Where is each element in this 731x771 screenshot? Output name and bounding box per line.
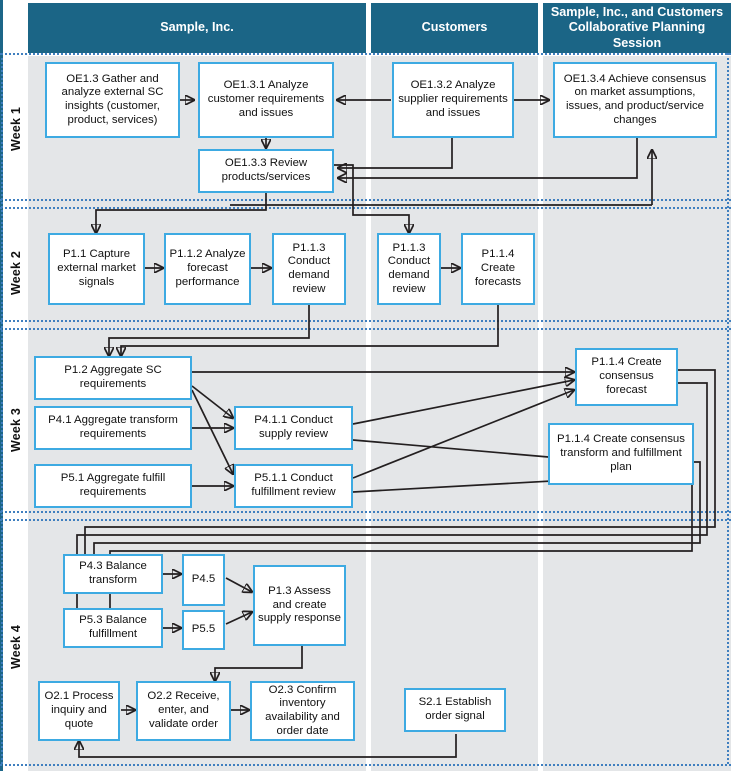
node-s21[interactable]: S2.1 Establish order signal [404,688,506,732]
separator-week1-a [0,199,731,201]
node-p114-forecasts-label: P1.1.4 Create forecasts [474,248,522,288]
node-p12-label: P1.2 Aggregate SC requirements [64,364,162,390]
week2-text: Week 2 [9,250,23,296]
column-header-customers: Customers [371,3,538,53]
week1-text: Week 1 [9,106,23,152]
node-o22[interactable]: O2.2 Receive, enter, and validate order [136,681,231,741]
node-oe132-label: OE1.3.2 Analyze supplier requirements an… [398,79,508,119]
node-p11[interactable]: P1.1 Capture external market signals [48,233,145,305]
node-p43-label: P4.3 Balance transform [79,560,147,586]
node-p13-label: P1.3 Assess and create supply response [258,584,341,625]
node-oe132[interactable]: OE1.3.2 Analyze supplier requirements an… [392,62,514,138]
vertical-separator-left [1,53,3,764]
node-oe134-label: OE1.3.4 Achieve consensus on market assu… [563,72,707,126]
node-p45-label: P4.5 [191,573,216,586]
week4-text: Week 4 [9,624,23,670]
column-header-collaborative: Sample, Inc., and Customers Collaborativ… [543,3,731,53]
node-p411-label: P4.1.1 Conduct supply review [254,414,333,440]
separator-week1-b [0,207,731,209]
node-p11-label: P1.1 Capture external market signals [57,248,136,288]
node-p55[interactable]: P5.5 [182,610,225,650]
node-p114-consensus-forecast[interactable]: P1.1.4 Create consensus forecast [575,348,678,406]
node-p511[interactable]: P5.1.1 Conduct fulfillment review [234,464,353,508]
node-p12[interactable]: P1.2 Aggregate SC requirements [34,356,192,400]
separator-week2-b [0,328,731,330]
node-p13[interactable]: P1.3 Assess and create supply response [253,565,346,646]
node-o21[interactable]: O2.1 Process inquiry and quote [38,681,120,741]
node-oe13[interactable]: OE1.3 Gather and analyze external SC ins… [45,62,180,138]
node-p114-consensus-forecast-label: P1.1.4 Create consensus forecast [591,356,662,396]
node-p41-label: P4.1 Aggregate transform requirements [48,414,178,440]
node-p53[interactable]: P5.3 Balance fulfillment [63,608,163,648]
node-p51-label: P5.1 Aggregate fulfill requirements [60,472,166,498]
node-o21-label: O2.1 Process inquiry and quote [44,690,114,730]
node-p112[interactable]: P1.1.2 Analyze forecast performance [164,233,251,305]
node-p53-label: P5.3 Balance fulfillment [79,614,147,640]
node-p411[interactable]: P4.1.1 Conduct supply review [234,406,353,450]
node-oe133-label: OE1.3.3 Review products/services [221,157,311,183]
node-p55-label: P5.5 [191,623,216,636]
node-p112-label: P1.1.2 Analyze forecast performance [169,248,246,288]
node-p113-a-label: P1.1.3 Conduct demand review [287,241,331,295]
node-p114-consensus-plan-label: P1.1.4 Create consensus transform and fu… [557,433,685,473]
vertical-separator-right [727,53,729,764]
week-label-week1: Week 1 [9,89,23,169]
node-p51[interactable]: P5.1 Aggregate fulfill requirements [34,464,192,508]
node-oe134[interactable]: OE1.3.4 Achieve consensus on market assu… [553,62,717,138]
node-o23-label: O2.3 Confirm inventory availability and … [265,683,340,737]
column-header-sample-label: Sample, Inc. [160,20,234,35]
node-oe13-label: OE1.3 Gather and analyze external SC ins… [61,72,164,126]
week-label-week3: Week 3 [9,390,23,470]
node-p41[interactable]: P4.1 Aggregate transform requirements [34,406,192,450]
node-p43[interactable]: P4.3 Balance transform [63,554,163,594]
week-label-week4: Week 4 [9,607,23,687]
node-s21-label: S2.1 Establish order signal [418,696,492,722]
lane-background-collaborative [543,56,731,771]
node-p114-consensus-plan[interactable]: P1.1.4 Create consensus transform and fu… [548,423,694,485]
week-label-week2: Week 2 [9,233,23,313]
separator-week2-a [0,320,731,322]
separator-week3-a [0,511,731,513]
separator-week4-bottom [0,764,731,766]
node-p114-forecasts[interactable]: P1.1.4 Create forecasts [461,233,535,305]
node-oe131-label: OE1.3.1 Analyze customer requirements an… [207,79,325,119]
lane-background-customers [371,56,538,771]
separator-week3-b [0,519,731,521]
column-header-collaborative-label: Sample, Inc., and Customers Collaborativ… [550,4,724,50]
node-p511-label: P5.1.1 Conduct fulfillment review [251,472,336,498]
separator-header-week1 [0,53,731,55]
node-o22-label: O2.2 Receive, enter, and validate order [147,690,220,730]
node-o23[interactable]: O2.3 Confirm inventory availability and … [250,681,355,741]
column-header-customers-label: Customers [421,20,488,35]
node-p113-a[interactable]: P1.1.3 Conduct demand review [272,233,346,305]
node-oe133[interactable]: OE1.3.3 Review products/services [198,149,334,193]
node-p113-b-label: P1.1.3 Conduct demand review [387,241,431,295]
node-p45[interactable]: P4.5 [182,554,225,606]
week3-text: Week 3 [9,407,23,453]
column-header-sample: Sample, Inc. [28,3,366,53]
node-oe131[interactable]: OE1.3.1 Analyze customer requirements an… [198,62,334,138]
node-p113-b[interactable]: P1.1.3 Conduct demand review [377,233,441,305]
